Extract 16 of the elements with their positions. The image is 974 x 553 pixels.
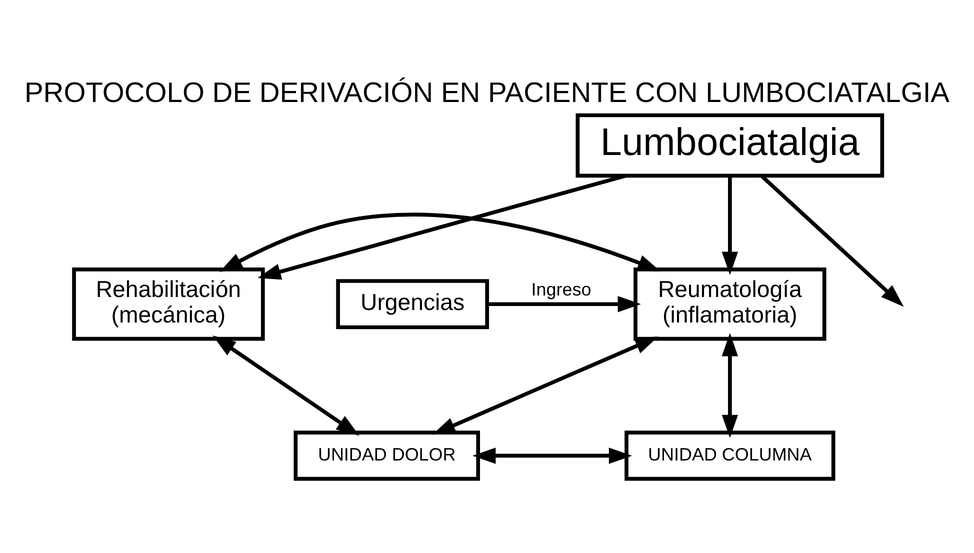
node-box: Urgencias — [336, 279, 490, 330]
node-box: Reumatología (inflamatoria) — [634, 268, 826, 341]
node-box: UNIDAD COLUMNA — [624, 430, 836, 481]
node-box: UNIDAD DOLOR — [294, 430, 480, 481]
diagram-title: PROTOCOLO DE DERIVACIÓN EN PACIENTE CON LUMBOCIATALGIA — [24, 76, 950, 108]
arrow — [722, 333, 738, 438]
arrow — [472, 448, 632, 464]
arrow — [212, 336, 360, 436]
arrow — [258, 174, 626, 280]
node-box: Rehabilitación (mecánica) — [72, 268, 265, 341]
edge-label: Ingreso — [531, 279, 592, 300]
arrow — [432, 336, 658, 435]
arrow — [722, 176, 738, 275]
node-box: Lumbociatalgia — [576, 113, 884, 178]
arrow — [219, 212, 661, 272]
arrow — [487, 296, 641, 312]
